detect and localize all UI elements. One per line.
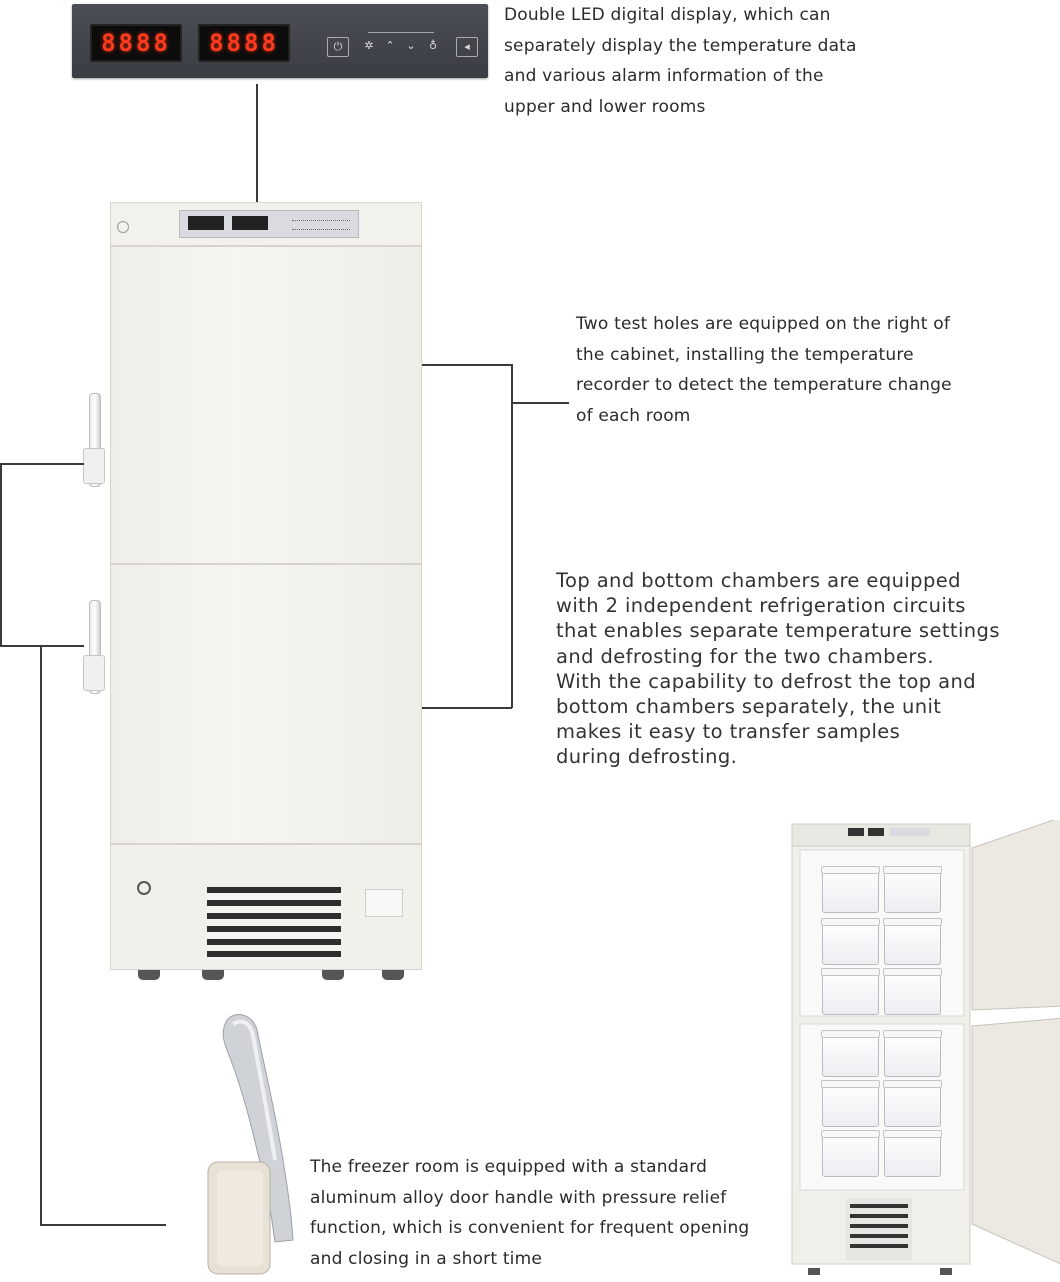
cabinet-button-row — [292, 220, 350, 230]
handle-bracket-bottom — [0, 645, 84, 647]
storage-drawer — [821, 866, 880, 913]
caster-wheel — [382, 970, 404, 980]
handle-callout-text: The freezer room is equipped with a stan… — [310, 1157, 750, 1269]
door-handle-photo — [205, 1010, 300, 1278]
storage-drawer — [883, 968, 942, 1015]
display-connector-line — [256, 84, 258, 210]
lock-icon — [117, 221, 129, 233]
storage-drawer — [883, 1030, 942, 1077]
upper-door — [110, 246, 422, 564]
storage-drawer — [883, 866, 942, 913]
storage-drawer — [821, 1080, 880, 1127]
upper-door-handle — [83, 393, 105, 487]
open-freezer-photo — [790, 820, 1060, 1277]
handle-callout-line-horizontal — [40, 1224, 166, 1226]
cabinet-led-upper — [188, 216, 224, 230]
test-holes-callout-text: Two test holes are equipped on the right… — [576, 314, 952, 426]
up-icon: ⌃ — [385, 39, 395, 52]
defrost-icon: ✲ — [364, 39, 374, 52]
storage-drawer — [821, 1030, 880, 1077]
cabinet-top-band — [110, 202, 422, 246]
mute-icon: ◂ — [456, 37, 478, 57]
display-callout-text: Double LED digital display, which can se… — [504, 5, 857, 117]
storage-drawer — [821, 968, 880, 1015]
air-vent — [207, 887, 341, 959]
caster-wheel — [138, 970, 160, 980]
storage-drawer — [883, 918, 942, 965]
caster-wheel — [202, 970, 224, 980]
test-holes-bracket-top — [422, 364, 512, 366]
cabinet-led-lower — [232, 216, 268, 230]
test-holes-bracket-bottom — [422, 707, 512, 709]
test-holes-bracket-vertical — [511, 364, 513, 708]
down-icon: ⌄ — [406, 39, 416, 52]
handle-bracket-top — [0, 463, 84, 465]
key-lock-icon — [137, 881, 151, 895]
lower-door — [110, 564, 422, 844]
compressor-base — [110, 844, 422, 970]
freezer-cabinet — [110, 202, 422, 980]
cabinet-control-panel — [179, 210, 359, 238]
nameplate — [365, 889, 403, 917]
storage-drawer — [883, 1080, 942, 1127]
chambers-callout-text: Top and bottom chambers are equipped wit… — [556, 569, 1000, 769]
power-icon: ⏻ — [327, 37, 349, 57]
lower-door-handle — [83, 600, 105, 694]
storage-drawer — [821, 1130, 880, 1177]
storage-drawer — [821, 918, 880, 965]
button-divider — [368, 32, 434, 33]
handle-callout-line-vertical — [40, 645, 42, 1225]
upper-room-led-display: 8888 — [90, 24, 182, 62]
lower-room-led-display: 8888 — [198, 24, 290, 62]
control-panel: 8888 8888 ⏻ ✲ ⌃ ⌄ ♁ ◂ — [72, 4, 488, 78]
caster-wheel — [322, 970, 344, 980]
light-icon: ♁ — [428, 39, 438, 52]
storage-drawer — [883, 1130, 942, 1177]
test-holes-pointer — [511, 402, 569, 404]
handle-bracket-vertical — [0, 463, 2, 646]
